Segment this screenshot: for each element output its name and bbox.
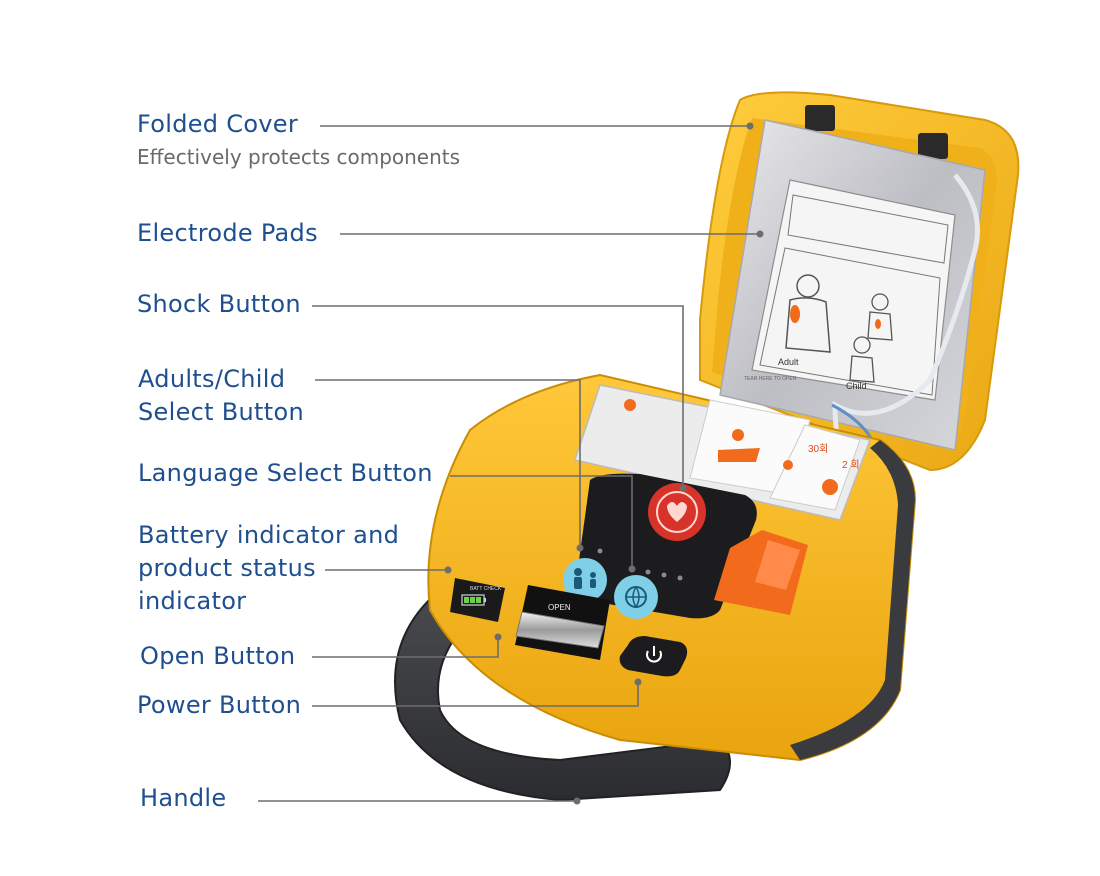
batt-check-text: BATT CHECK: [470, 586, 502, 592]
electrode-pads-label: Electrode Pads: [137, 219, 318, 247]
power-icon: [646, 646, 662, 663]
adult-child-label-line2: Select Button: [138, 398, 304, 426]
battery-label-line2: product status: [138, 554, 316, 582]
folded-cover-subtitle: Effectively protects components: [137, 145, 461, 169]
battery-indicator: BATT CHECK: [450, 578, 505, 622]
pad-tear-text: TEAR HERE TO OPEN: [744, 376, 797, 382]
language-select-label: Language Select Button: [138, 459, 433, 487]
shock-button[interactable]: [648, 483, 706, 541]
leader-language: [450, 475, 633, 569]
battery-icon: [461, 594, 486, 606]
leader-power-button: [312, 682, 639, 707]
folded-cover-label: Folded Cover: [137, 110, 299, 138]
leader-lines: [258, 122, 764, 805]
language-icon: [625, 586, 647, 609]
open-logo-text: OPEN: [548, 603, 571, 612]
electrode-pads: Adult Child TEAR HERE TO OPEN: [719, 119, 986, 533]
open-button[interactable]: OPEN: [515, 585, 610, 660]
leader-shock-button: [312, 305, 684, 488]
handle: [394, 588, 731, 802]
adult-child-label-line1: Adults/Child: [138, 365, 286, 393]
shock-button-label: Shock Button: [137, 290, 301, 318]
step-30-text: 30회: [808, 443, 828, 455]
pad-child-text: Child: [846, 381, 867, 391]
adult-child-icon: [574, 568, 596, 589]
battery-label-line1: Battery indicator and: [138, 521, 400, 549]
pad-adult-text: Adult: [778, 357, 799, 367]
leader-adult-child: [315, 379, 581, 548]
battery-label-line3: indicator: [138, 587, 247, 615]
power-button[interactable]: [619, 636, 688, 677]
handle-label: Handle: [140, 784, 227, 812]
power-button-label: Power Button: [137, 691, 302, 719]
step-2-text: 2 회: [842, 459, 860, 471]
open-button-label: Open Button: [140, 642, 296, 670]
heart-shock-icon: [667, 502, 687, 522]
adult-child-select-button[interactable]: [563, 558, 607, 602]
pad-connector: [714, 530, 808, 615]
language-select-button[interactable]: [614, 575, 658, 619]
leader-open-button: [312, 637, 499, 658]
